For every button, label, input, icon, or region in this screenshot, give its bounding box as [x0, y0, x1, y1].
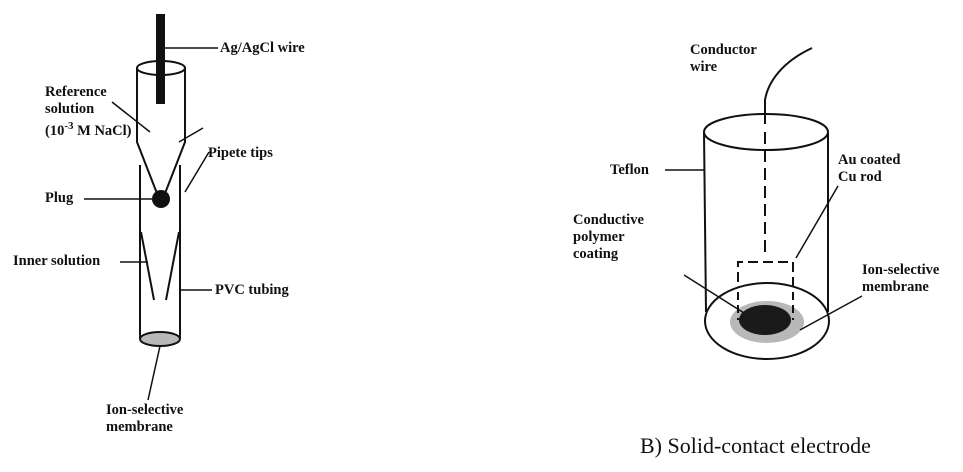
- label-ion-selective-membrane-left: Ion-selective membrane: [106, 402, 183, 436]
- label-teflon: Teflon: [610, 162, 649, 178]
- label-ion-selective-membrane-right: Ion-selective membrane: [862, 262, 939, 296]
- label-pvc-tubing: PVC tubing: [215, 282, 289, 298]
- label-conductor-line2: wire: [690, 59, 718, 75]
- pvc-tubing-body: [139, 165, 181, 338]
- label-plug: Plug: [45, 190, 74, 206]
- label-au-line2: Cu rod: [838, 169, 882, 185]
- label-pipette-tips: Pipete tips: [208, 145, 273, 161]
- plug: [152, 190, 170, 208]
- au-coated-rod-ends: [737, 292, 794, 320]
- label-conductive-polymer-coating: Conductive polymer coating: [573, 212, 644, 263]
- label-membrane-right-line1: Ion-selective: [862, 262, 940, 278]
- leader-line-pipette-lower: [184, 151, 210, 193]
- label-reference-exponent: -3: [64, 120, 74, 132]
- label-ag-agcl-wire: Ag/AgCl wire: [220, 40, 305, 56]
- conductor-wire: [764, 47, 813, 124]
- leader-line-membrane-right: [799, 295, 863, 331]
- label-membrane-right-line2: membrane: [862, 279, 929, 295]
- solid-contact-electrode: [665, 47, 863, 360]
- pipette-tip-upper-body: [136, 68, 186, 197]
- label-au-line1: Au coated: [838, 152, 901, 168]
- leader-line-polymer: [683, 274, 745, 314]
- label-polymer-line3: coating: [573, 246, 619, 262]
- label-au-coated-cu-rod: Au coated Cu rod: [838, 152, 900, 186]
- leader-line-au-rod: [795, 185, 839, 259]
- label-reference-solution: Reference solution (10-3 M NaCl): [45, 84, 132, 140]
- pipette-tip-lower-body: [140, 231, 180, 301]
- label-reference-line3: (10-3 M NaCl): [45, 118, 132, 140]
- caption-solid-contact-electrode: B) Solid-contact electrode: [640, 433, 871, 458]
- leader-line-membrane-left: [147, 345, 161, 401]
- label-inner-solution: Inner solution: [13, 253, 101, 269]
- leader-line-pipette-upper: [178, 127, 204, 143]
- leader-line-reference: [111, 101, 151, 133]
- label-membrane-left-line1: Ion-selective: [106, 402, 184, 418]
- teflon-body-sides: [703, 131, 829, 313]
- label-polymer-line1: Conductive: [573, 212, 644, 228]
- label-conductor-wire: Conductor wire: [690, 42, 757, 76]
- ion-selective-membrane-left: [139, 331, 181, 347]
- ag-agcl-wire: [156, 14, 165, 104]
- label-conductor-line1: Conductor: [690, 42, 757, 58]
- label-reference-line1: Reference: [45, 84, 107, 100]
- label-reference-line3-prefix: (10: [45, 122, 65, 139]
- label-reference-line2: solution: [45, 101, 95, 117]
- liquid-contact-electrode: [84, 14, 218, 401]
- label-membrane-left-line2: membrane: [106, 419, 173, 435]
- label-polymer-line2: polymer: [573, 229, 625, 245]
- label-reference-line3-suffix: M NaCl): [73, 122, 132, 139]
- conductive-polymer-coating: [739, 305, 791, 335]
